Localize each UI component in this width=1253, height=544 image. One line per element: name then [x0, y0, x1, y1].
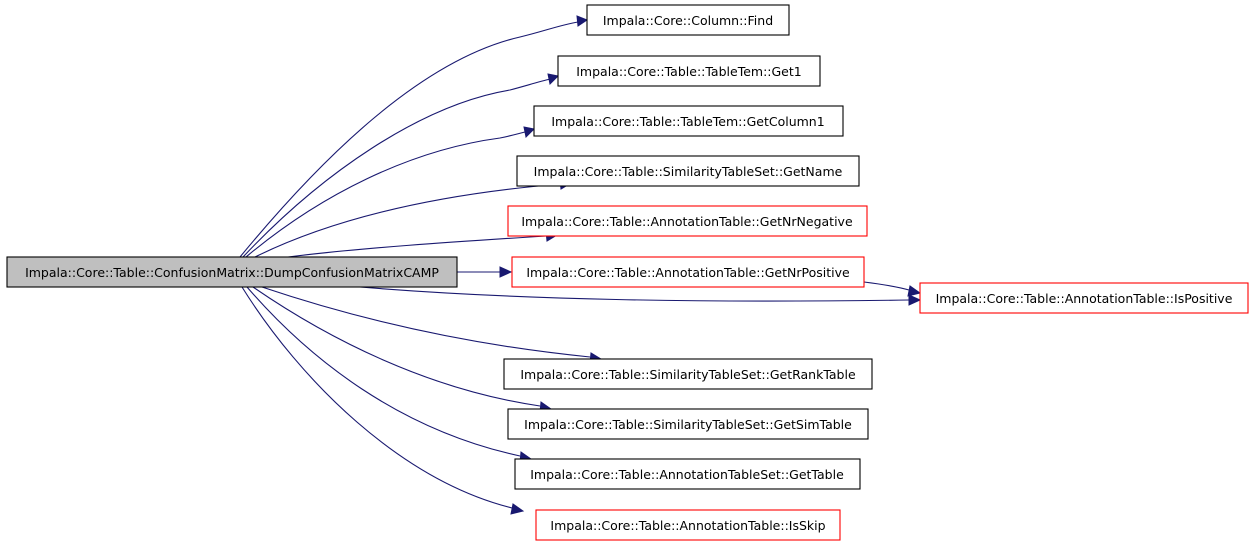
- edge-getnrpositive-ispositive: [863, 281, 910, 291]
- node-isskip[interactable]: Impala::Core::Table::AnnotationTable::Is…: [535, 509, 841, 541]
- node-ispositive[interactable]: Impala::Core::Table::AnnotationTable::Is…: [919, 282, 1249, 314]
- node-getnrnegative-label: Impala::Core::Table::AnnotationTable::Ge…: [521, 214, 853, 229]
- edge-arrow-isskip: [510, 503, 525, 515]
- edge-root-getcolumn1: [245, 131, 526, 258]
- edge-root-getname: [254, 183, 561, 258]
- node-getcolumn1[interactable]: Impala::Core::Table::TableTem::GetColumn…: [533, 105, 844, 137]
- node-getnrnegative[interactable]: Impala::Core::Table::AnnotationTable::Ge…: [507, 205, 868, 237]
- node-gettable[interactable]: Impala::Core::Table::AnnotationTableSet:…: [514, 458, 861, 490]
- node-isskip-label: Impala::Core::Table::AnnotationTable::Is…: [550, 518, 825, 533]
- node-getranktable-box: [503, 358, 873, 390]
- node-getnrpositive-label: Impala::Core::Table::AnnotationTable::Ge…: [526, 265, 850, 280]
- node-get1[interactable]: Impala::Core::Table::TableTem::Get1: [557, 55, 821, 87]
- edge-arrow-ispositive: [908, 294, 922, 306]
- node-root-label: Impala::Core::Table::ConfusionMatrix::Du…: [25, 265, 439, 280]
- node-isskip-box: [535, 509, 841, 541]
- edge-arrow-find: [576, 15, 589, 27]
- node-getcolumn1-box: [533, 105, 844, 137]
- node-find-box: [586, 4, 790, 36]
- node-getnrnegative-box: [507, 205, 868, 237]
- node-ispositive-label: Impala::Core::Table::AnnotationTable::Is…: [936, 291, 1233, 306]
- node-get1-label: Impala::Core::Table::TableTem::Get1: [576, 64, 801, 79]
- edge-root-getranktable: [261, 286, 591, 358]
- node-getsimtable[interactable]: Impala::Core::Table::SimilarityTableSet:…: [507, 408, 869, 440]
- node-getname-label: Impala::Core::Table::SimilarityTableSet:…: [534, 164, 843, 179]
- edge-arrow-getnrpositive: [499, 266, 513, 278]
- edge-root-getsimtable: [252, 286, 541, 407]
- node-getsimtable-label: Impala::Core::Table::SimilarityTableSet:…: [524, 417, 852, 432]
- node-getsimtable-box: [507, 408, 869, 440]
- edge-root-find: [239, 21, 579, 258]
- edge-root-ispositive: [359, 286, 910, 302]
- node-root-box: [6, 256, 458, 288]
- node-find-label: Impala::Core::Column::Find: [603, 13, 773, 28]
- node-getname-box: [516, 155, 860, 187]
- edge-arrow-get1: [547, 73, 560, 86]
- node-getname[interactable]: Impala::Core::Table::SimilarityTableSet:…: [516, 155, 860, 187]
- node-root[interactable]: Impala::Core::Table::ConfusionMatrix::Du…: [6, 256, 458, 288]
- node-gettable-box: [514, 458, 861, 490]
- node-getranktable-label: Impala::Core::Table::SimilarityTableSet:…: [520, 367, 856, 382]
- edge-root-getnrnegative: [287, 235, 547, 258]
- node-get1-box: [557, 55, 821, 87]
- node-getcolumn1-label: Impala::Core::Table::TableTem::GetColumn…: [551, 114, 824, 129]
- edge-arrow-getnrpositive-ispositive: [907, 285, 922, 297]
- node-ispositive-box: [919, 282, 1249, 314]
- edge-root-isskip: [241, 286, 513, 509]
- node-getnrpositive[interactable]: Impala::Core::Table::AnnotationTable::Ge…: [511, 256, 865, 288]
- node-getranktable[interactable]: Impala::Core::Table::SimilarityTableSet:…: [503, 358, 873, 390]
- edge-root-get1: [242, 78, 551, 258]
- edge-root-gettable: [246, 286, 521, 457]
- node-find[interactable]: Impala::Core::Column::Find: [586, 4, 790, 36]
- node-gettable-label: Impala::Core::Table::AnnotationTableSet:…: [530, 467, 844, 482]
- edge-arrow-getcolumn1: [523, 126, 536, 139]
- node-getnrpositive-box: [511, 256, 865, 288]
- call-nodes: Impala::Core::Table::ConfusionMatrix::Du…: [6, 4, 1249, 541]
